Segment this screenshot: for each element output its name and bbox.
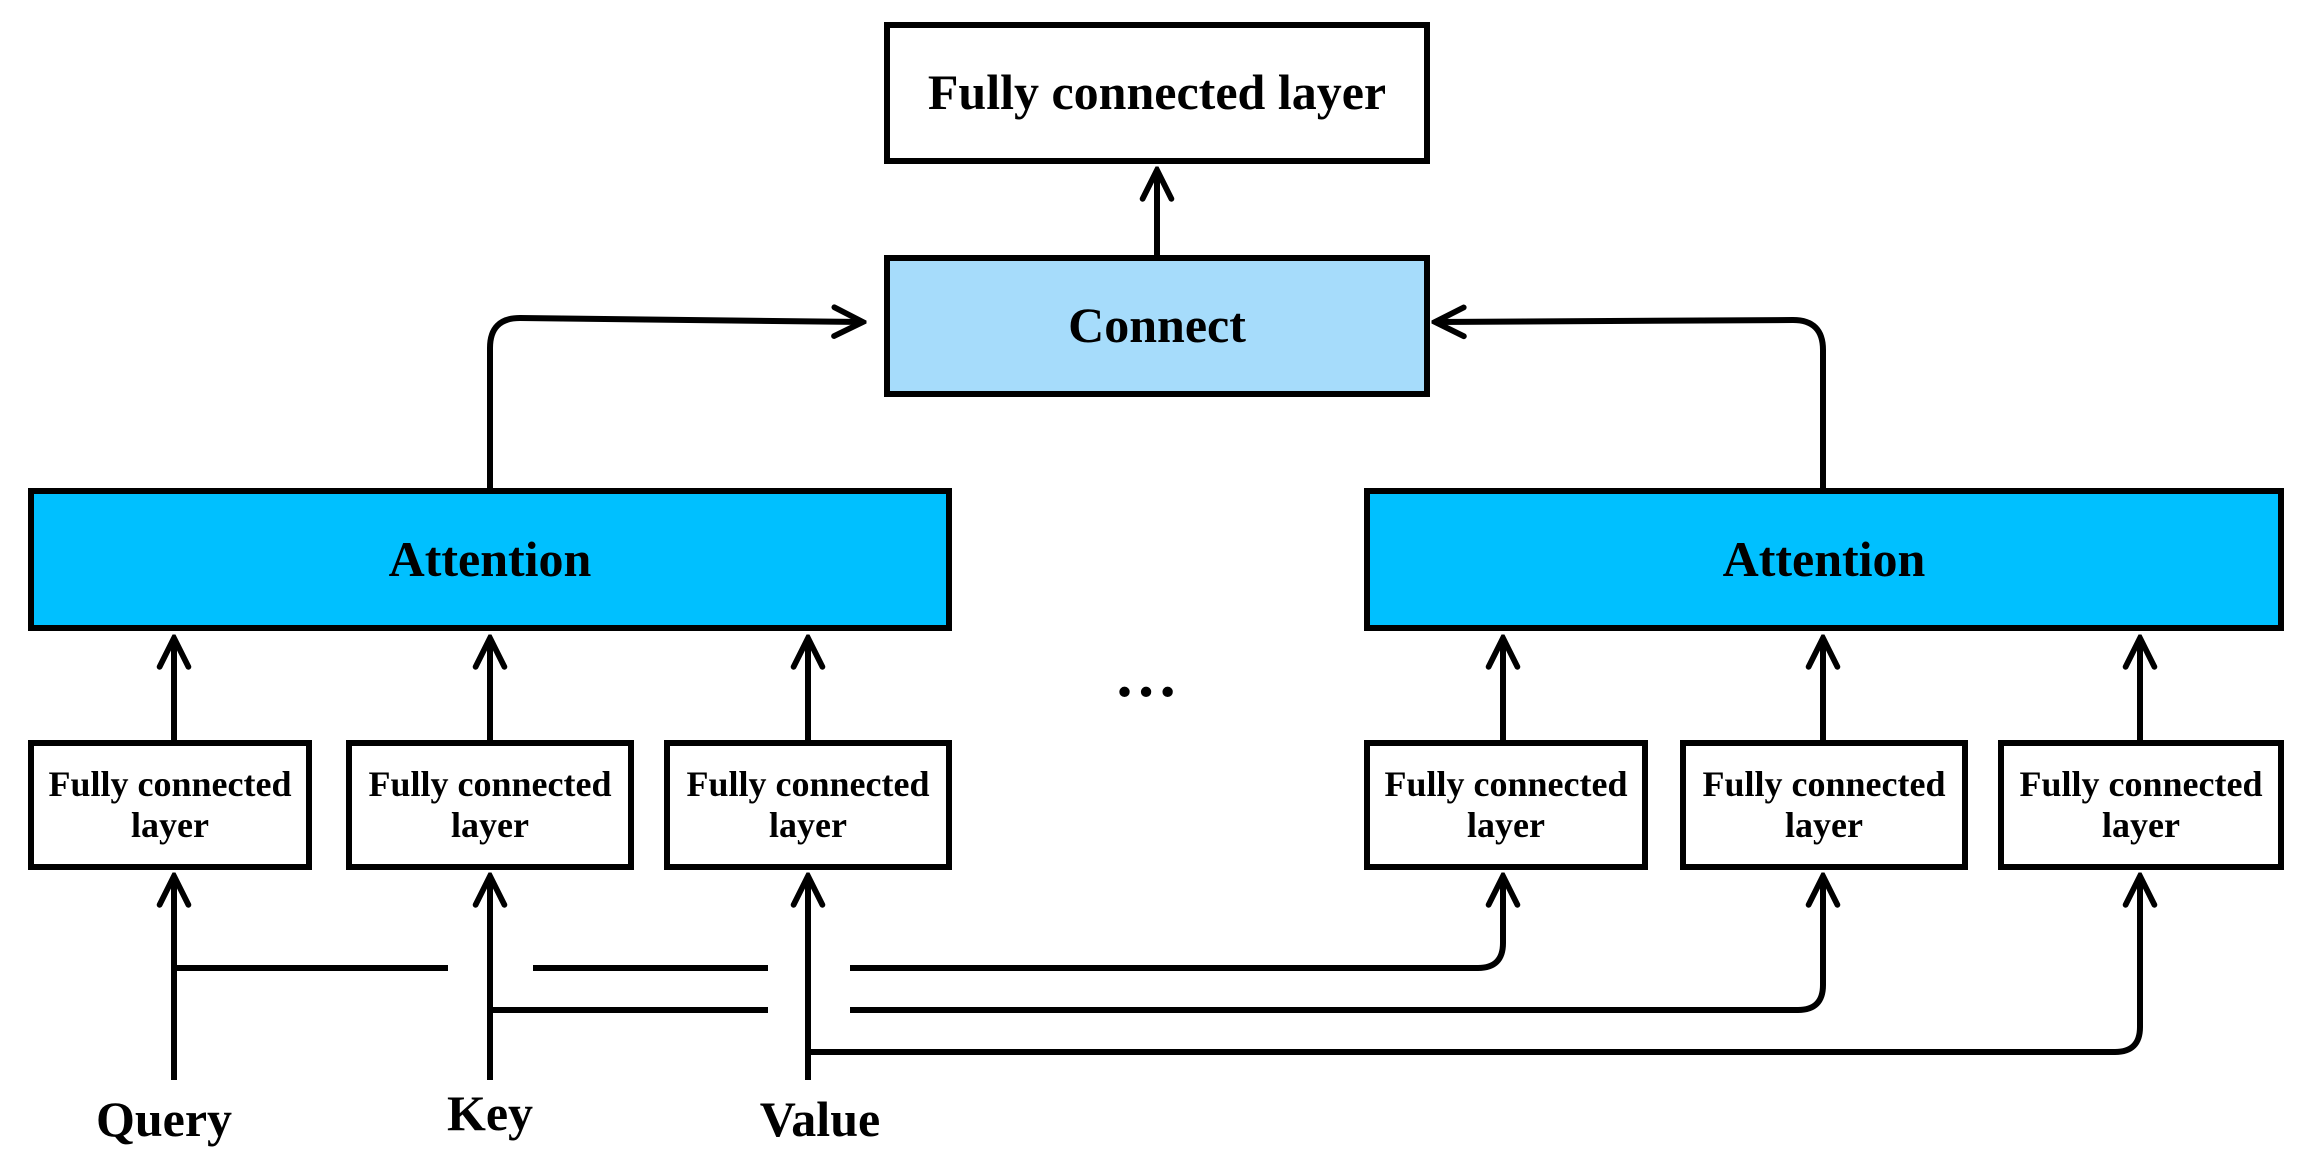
output-layer-label: Fully connected layer xyxy=(927,64,1387,121)
attention-right: Attention xyxy=(1364,488,2284,631)
fc-layer-left-2: Fully connected layer xyxy=(346,740,634,870)
output-fully-connected-layer: Fully connected layer xyxy=(884,22,1430,164)
input-value-label: Value xyxy=(759,1091,881,1147)
ellipsis: … xyxy=(1114,638,1192,712)
arrow-attention-right-to-connect xyxy=(1435,320,1826,488)
input-query-label: Query xyxy=(95,1091,233,1147)
attention-left-label: Attention xyxy=(388,530,592,587)
input-key-label: Key xyxy=(446,1085,534,1141)
fc-layer-label: Fully connected layer xyxy=(1384,763,1628,845)
fc-layer-left-3: Fully connected layer xyxy=(664,740,952,870)
fc-layer-right-2: Fully connected layer xyxy=(1680,740,1968,870)
query-branch-to-right-fc-1 xyxy=(850,876,1503,971)
connect-node: Connect xyxy=(884,255,1430,397)
fc-layer-label: Fully connected layer xyxy=(1702,763,1946,845)
fc-layer-label: Fully connected layer xyxy=(686,763,930,845)
key-branch-to-right-fc-2 xyxy=(850,876,1823,1013)
fc-layer-right-3: Fully connected layer xyxy=(1998,740,2284,870)
fc-layer-left-1: Fully connected layer xyxy=(28,740,312,870)
value-branch-to-right-fc-3 xyxy=(808,876,2140,1055)
attention-left: Attention xyxy=(28,488,952,631)
attention-right-label: Attention xyxy=(1722,530,1926,587)
fc-layer-right-1: Fully connected layer xyxy=(1364,740,1648,870)
fc-layer-label: Fully connected layer xyxy=(368,763,612,845)
connect-label: Connect xyxy=(1068,297,1246,354)
arrow-attention-left-to-connect xyxy=(487,318,863,488)
ellipsis-text: … xyxy=(1114,639,1192,710)
fc-layer-label: Fully connected layer xyxy=(48,763,292,845)
fc-layer-label: Fully connected layer xyxy=(2019,763,2263,845)
